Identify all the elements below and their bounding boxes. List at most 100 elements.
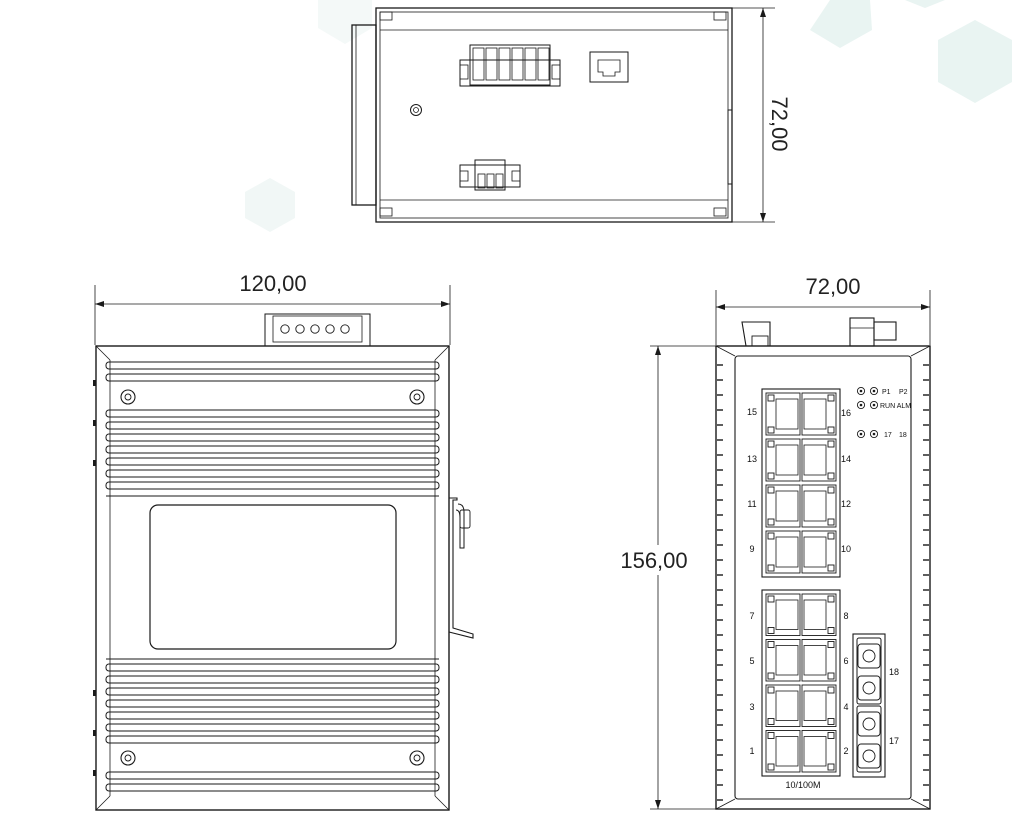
din-rail-clip bbox=[448, 497, 474, 639]
port-led-top bbox=[767, 732, 775, 739]
port-label-10: 10 bbox=[841, 544, 851, 554]
speed-label: 10/100M bbox=[785, 780, 820, 790]
side-top-connectors bbox=[741, 317, 897, 347]
port-led-top bbox=[827, 440, 835, 448]
rj45-port bbox=[765, 684, 801, 727]
port-led-bottom bbox=[767, 472, 775, 480]
rj45-block-lower bbox=[761, 589, 841, 777]
side-ribs bbox=[717, 364, 929, 801]
port-led-top bbox=[827, 732, 835, 739]
port-led-top bbox=[767, 532, 775, 540]
port-led-top bbox=[767, 440, 775, 448]
port-label-13: 13 bbox=[747, 454, 757, 464]
port-led-top bbox=[827, 532, 835, 540]
dimension-front-width: 120,00 bbox=[94, 271, 451, 345]
front-view: 120,00 bbox=[93, 271, 474, 811]
port-label-8: 8 bbox=[843, 611, 848, 621]
heatsink-fins-upper bbox=[105, 361, 440, 497]
dimension-top-height: 72,00 bbox=[732, 7, 792, 223]
led-label-p1: P1 bbox=[882, 389, 891, 396]
port-label-11: 11 bbox=[747, 499, 756, 509]
port-led-top bbox=[767, 486, 775, 494]
led-label-18: 18 bbox=[899, 432, 907, 439]
console-port bbox=[589, 51, 629, 83]
rj45-port bbox=[801, 484, 837, 528]
port-led-bottom bbox=[827, 627, 835, 634]
port-led-top bbox=[767, 394, 775, 402]
fiber-label-17: 17 bbox=[889, 736, 899, 746]
rj45-block-upper bbox=[761, 388, 841, 578]
fiber-label-18: 18 bbox=[889, 667, 899, 677]
port-led-bottom bbox=[767, 672, 775, 680]
rj45-port bbox=[765, 639, 801, 682]
ground-screw bbox=[410, 104, 422, 116]
dimension-label-side-width: 72,00 bbox=[805, 274, 860, 299]
dimension-label-top-height: 72,00 bbox=[767, 96, 792, 151]
port-led-bottom bbox=[767, 627, 775, 634]
rj45-port bbox=[801, 730, 837, 773]
dimension-side-height: 156,00 bbox=[615, 345, 716, 810]
edge-notches bbox=[93, 380, 96, 776]
port-label-1: 1 bbox=[749, 746, 754, 756]
port-led-bottom bbox=[767, 426, 775, 434]
dimension-label-front-width: 120,00 bbox=[239, 271, 306, 296]
port-led-top bbox=[827, 686, 835, 694]
rj45-block-frame bbox=[761, 589, 841, 777]
port-led-top bbox=[767, 641, 775, 648]
port-led-bottom bbox=[827, 763, 835, 771]
port-led-bottom bbox=[827, 426, 835, 434]
port-led-bottom bbox=[767, 763, 775, 771]
port-label-15: 15 bbox=[747, 407, 757, 417]
port-label-16: 16 bbox=[841, 408, 851, 418]
port-led-top bbox=[827, 486, 835, 494]
fiber-ports: 18 17 bbox=[852, 633, 899, 778]
rj45-port bbox=[801, 438, 837, 482]
rj45-port bbox=[801, 684, 837, 727]
port-led-bottom bbox=[827, 518, 835, 526]
rj45-port bbox=[765, 593, 801, 636]
top-view: 72,00 bbox=[351, 7, 792, 223]
port-label-7: 7 bbox=[749, 611, 754, 621]
led-label-run-alm: RUN ALM bbox=[880, 403, 911, 410]
rj45-block-frame bbox=[761, 388, 841, 578]
port-label-14: 14 bbox=[841, 454, 851, 464]
port-label-2: 2 bbox=[843, 746, 848, 756]
rj45-port bbox=[801, 392, 837, 436]
rj45-port bbox=[801, 639, 837, 682]
port-led-top bbox=[767, 686, 775, 694]
rj45-port bbox=[765, 438, 801, 482]
status-leds: P1 P2 RUN ALM 17 18 bbox=[856, 386, 911, 439]
port-label-3: 3 bbox=[749, 702, 754, 712]
power-terminal-block bbox=[459, 44, 561, 87]
side-view: 72,00 156,00 bbox=[615, 274, 931, 810]
port-led-bottom bbox=[827, 564, 835, 572]
background-hexagons bbox=[245, 0, 1012, 232]
port-label-5: 5 bbox=[749, 656, 754, 666]
port-led-bottom bbox=[767, 518, 775, 526]
rj45-port bbox=[801, 593, 837, 636]
port-led-bottom bbox=[827, 718, 835, 725]
port-label-12: 12 bbox=[841, 499, 851, 509]
port-led-bottom bbox=[767, 564, 775, 572]
dimension-label-side-height: 156,00 bbox=[620, 548, 687, 573]
led-label-17: 17 bbox=[884, 432, 892, 439]
port-label-9: 9 bbox=[749, 544, 754, 554]
rj45-port bbox=[765, 484, 801, 528]
dimension-side-width: 72,00 bbox=[715, 274, 931, 345]
port-led-top bbox=[827, 595, 835, 603]
port-led-top bbox=[827, 394, 835, 402]
front-terminal-block bbox=[264, 313, 371, 347]
port-labels: 15 13 11 9 7 5 3 1 16 14 12 10 8 6 4 2 1… bbox=[747, 407, 851, 790]
relay-terminal bbox=[459, 159, 521, 191]
port-label-6: 6 bbox=[843, 656, 848, 666]
port-led-top bbox=[767, 595, 775, 603]
led-label-p2: P2 bbox=[899, 389, 908, 396]
rj45-port bbox=[801, 530, 837, 574]
rj45-port bbox=[765, 730, 801, 773]
port-led-bottom bbox=[767, 718, 775, 725]
port-led-top bbox=[827, 641, 835, 648]
port-label-4: 4 bbox=[843, 702, 848, 712]
rj45-port bbox=[765, 530, 801, 574]
mounting-screws bbox=[120, 389, 425, 766]
